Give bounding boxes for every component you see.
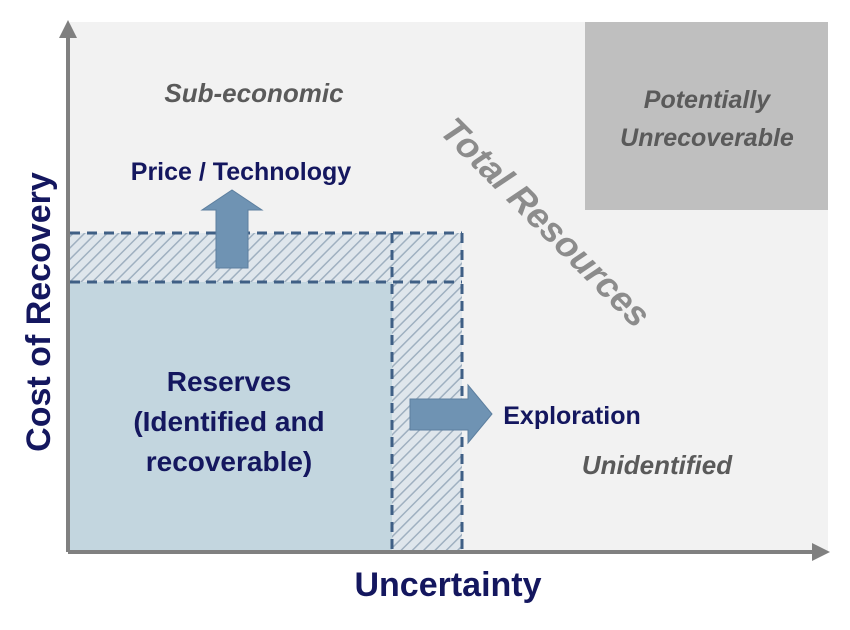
y-axis-label: Cost of Recovery bbox=[20, 172, 58, 452]
reserves-box bbox=[70, 282, 392, 552]
unidentified-label: Unidentified bbox=[582, 450, 733, 480]
x-axis-arrowhead bbox=[812, 543, 830, 561]
price-technology-arrow bbox=[200, 189, 264, 269]
dashed-boundaries bbox=[70, 231, 464, 552]
price-technology-label: Price / Technology bbox=[131, 158, 352, 186]
potentially-unrecoverable-box bbox=[585, 22, 828, 210]
potentially-label: Potentially bbox=[644, 86, 772, 114]
exploration-label: Exploration bbox=[503, 402, 641, 430]
x-axis-label: Uncertainty bbox=[354, 566, 541, 604]
reserves-subtitle-line2: recoverable) bbox=[146, 446, 313, 477]
axes bbox=[59, 20, 830, 561]
reserves-title: Reserves bbox=[167, 366, 292, 397]
reserves-subtitle-line1: (Identified and bbox=[133, 406, 324, 437]
exploration-arrow bbox=[409, 383, 493, 445]
y-axis-arrowhead bbox=[59, 20, 77, 38]
sub-economic-label: Sub-economic bbox=[164, 78, 344, 108]
price-technology-band bbox=[70, 233, 462, 282]
unrecoverable-label: Unrecoverable bbox=[620, 124, 794, 152]
